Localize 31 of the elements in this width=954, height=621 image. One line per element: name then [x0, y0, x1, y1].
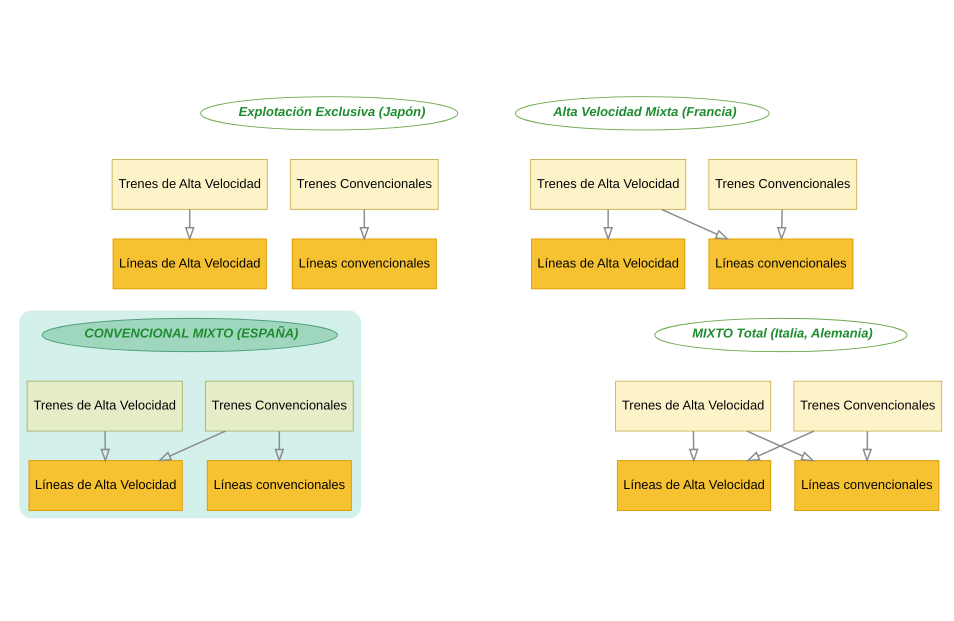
arrow [862, 430, 872, 462]
node-box: Trenes de Alta Velocidad [26, 380, 183, 432]
node-box: Líneas convencionales [206, 460, 352, 510]
node-box: Líneas convencionales [292, 238, 437, 289]
node-box: Trenes Convencionales [290, 158, 439, 210]
arrow [359, 209, 370, 241]
arrow [776, 208, 787, 241]
node-box: Trenes Convencionales [204, 380, 354, 432]
node-box: Líneas de Alta Velocidad [28, 460, 183, 510]
node-box: Líneas de Alta Velocidad [531, 238, 686, 289]
node-box: Trenes Convencionales [793, 380, 942, 432]
node-box: Trenes de Alta Velocidad [112, 158, 268, 210]
node-box: Trenes de Alta Velocidad [615, 380, 772, 432]
node-ellipse: Alta Velocidad Mixta (Francia) [515, 96, 770, 130]
node-ellipse: Explotación Exclusiva (Japón) [200, 96, 458, 130]
node-box: Líneas convencionales [708, 238, 854, 289]
arrow [157, 430, 226, 462]
arrow [661, 208, 730, 240]
arrow [100, 430, 110, 462]
node-box: Líneas de Alta Velocidad [112, 238, 267, 289]
arrow [184, 209, 195, 241]
node-box: Trenes Convencionales [708, 158, 858, 210]
arrow [274, 430, 284, 462]
node-box: Líneas de Alta Velocidad [616, 460, 772, 510]
arrow [688, 430, 699, 462]
node-box: Líneas convencionales [794, 460, 940, 510]
node-ellipse: MIXTO Total (Italia, Alemania) [654, 317, 908, 352]
cluster [19, 310, 362, 518]
node-box: Trenes de Alta Velocidad [530, 158, 686, 210]
arrow [603, 209, 614, 241]
node-ellipse: CONVENCIONAL MIXTO (ESPAÑA) [42, 317, 338, 352]
